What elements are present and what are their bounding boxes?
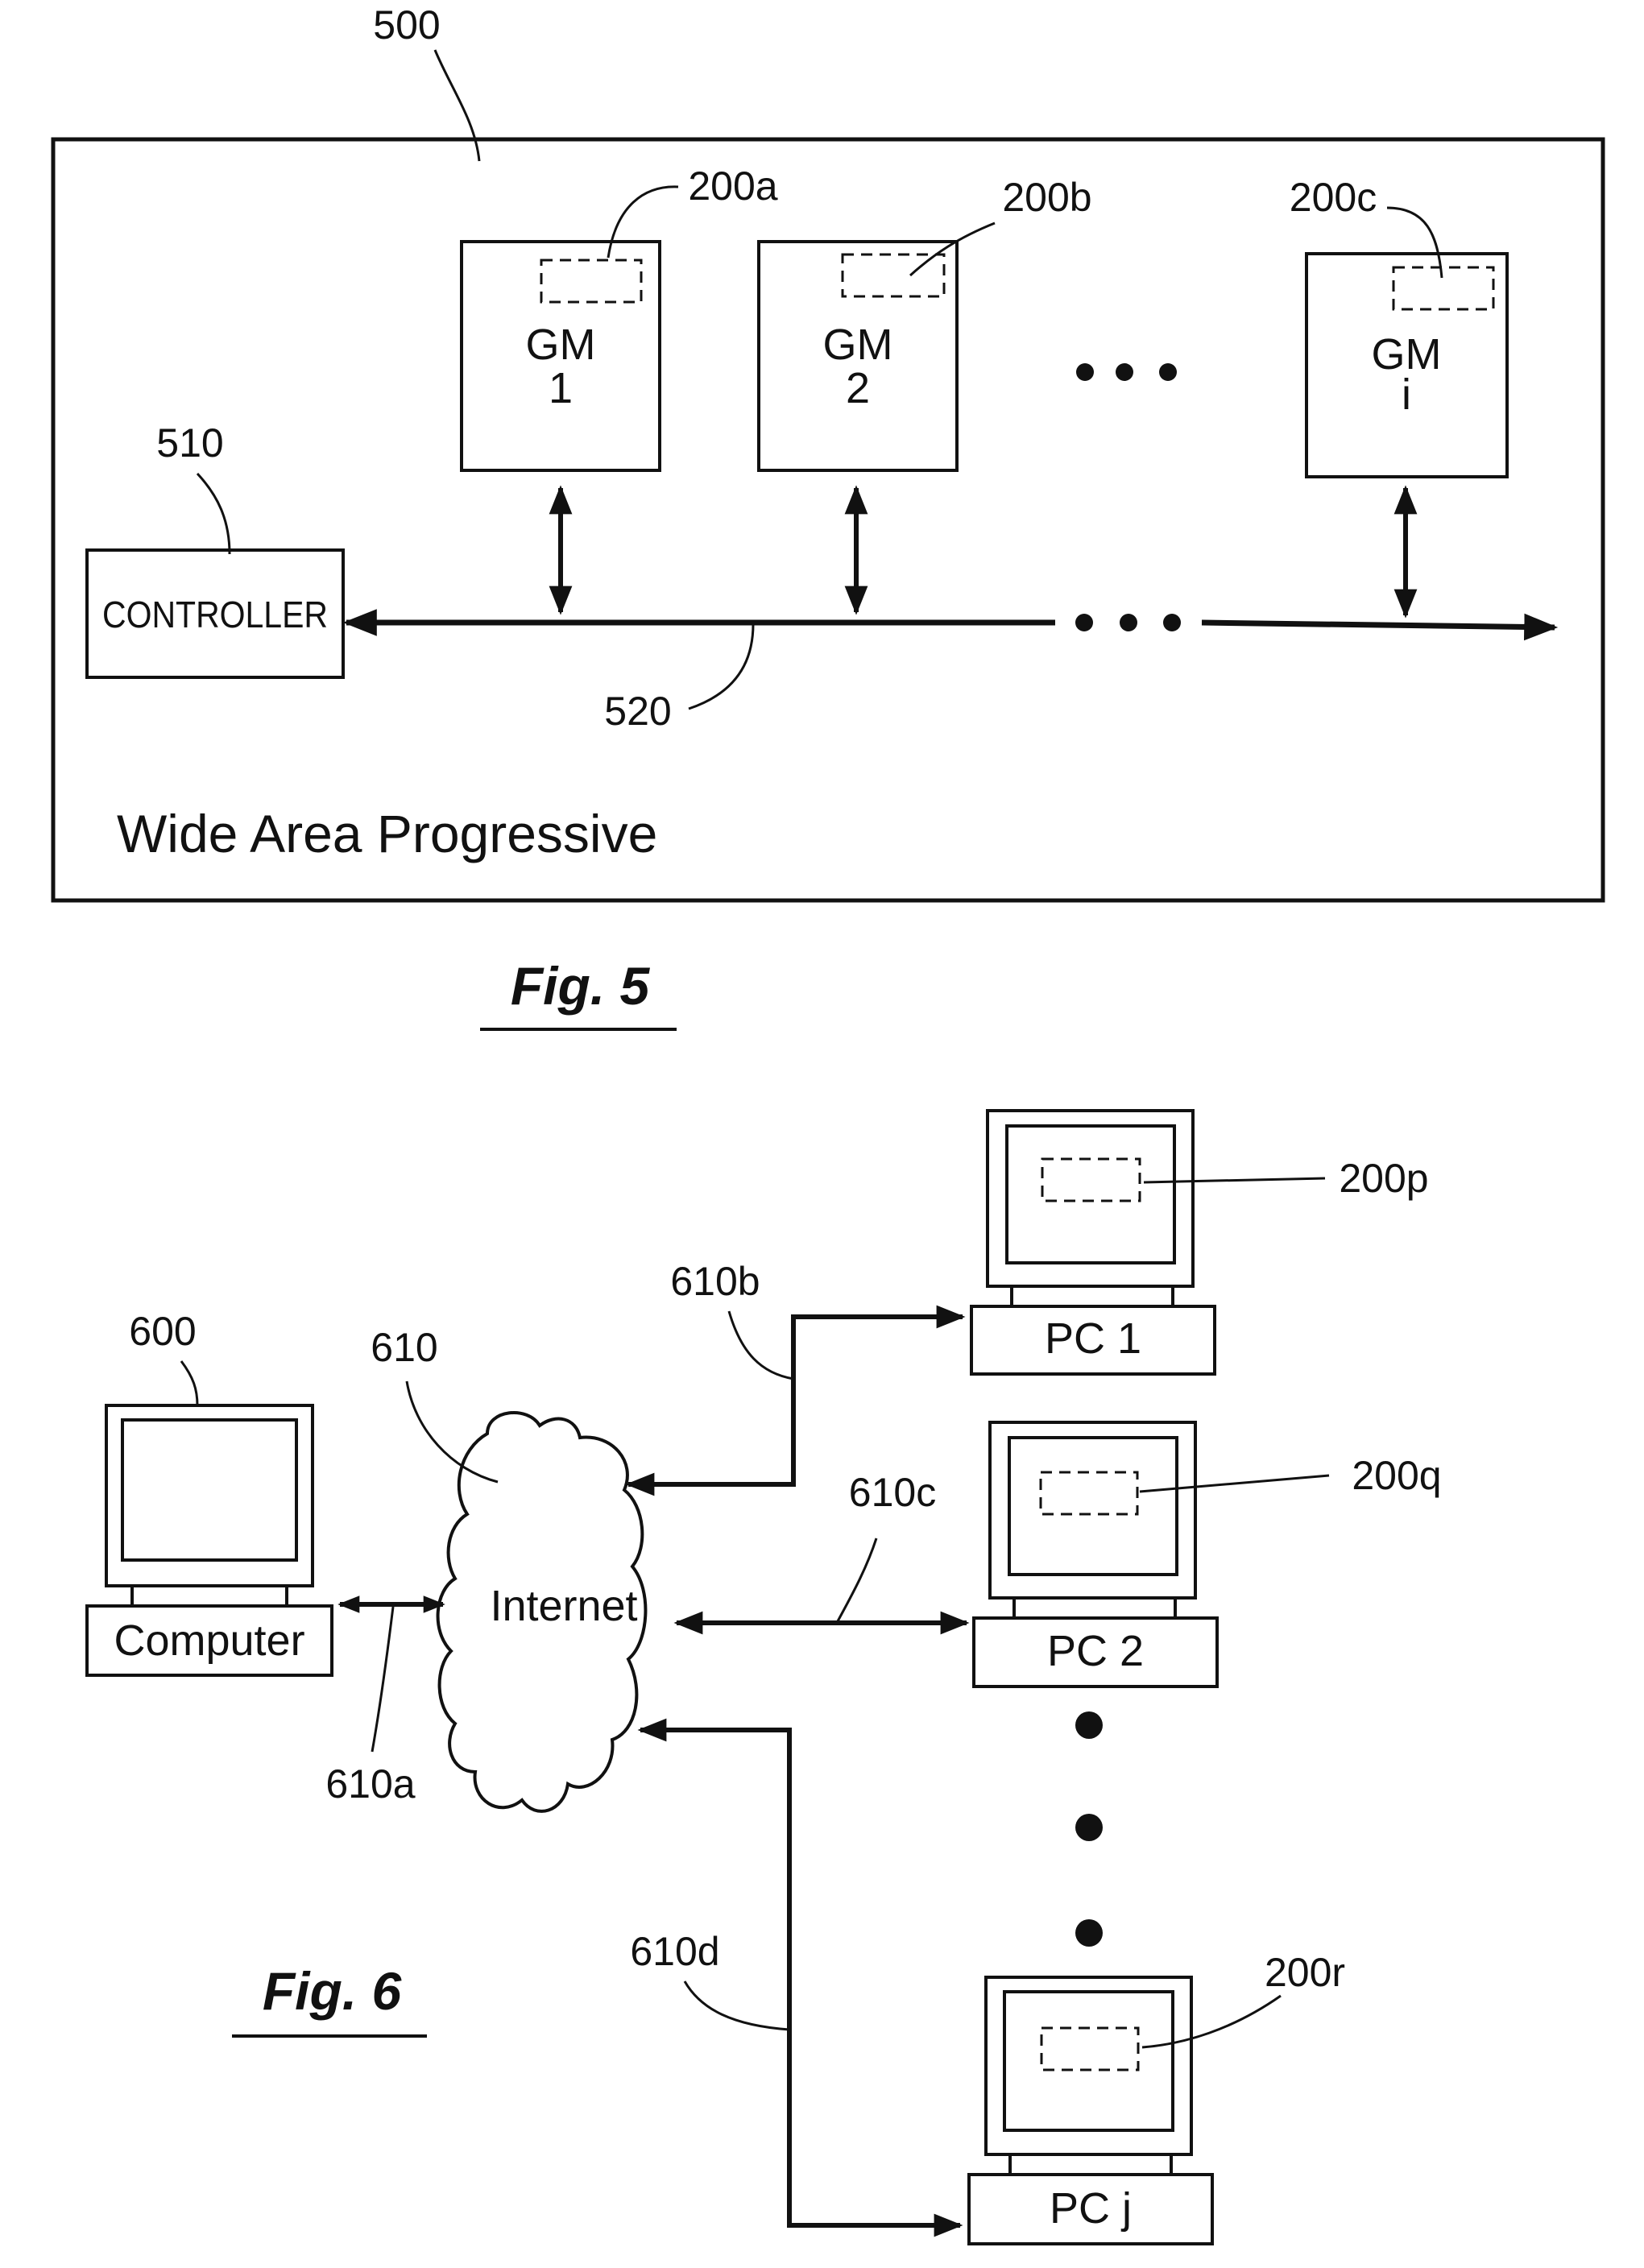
link-ref-leader — [729, 1311, 793, 1379]
monitor-screen — [1007, 1126, 1174, 1263]
controller-ref-leader — [197, 474, 230, 554]
gaming-machine-index: 1 — [549, 364, 573, 412]
pc-label: PC j — [1050, 2184, 1132, 2233]
computer-ref-label: 600 — [129, 1309, 196, 1354]
gaming-machine-i: GM i 200c — [1290, 175, 1507, 477]
internet-cloud: Internet 610 — [371, 1325, 645, 1811]
monitor-stand — [1012, 1286, 1173, 1306]
monitor-stand — [1014, 1598, 1175, 1618]
module-ref-leader — [1142, 1996, 1281, 2047]
gaming-machine-name: GM — [526, 321, 596, 369]
pc-label: PC 1 — [1045, 1314, 1141, 1363]
link-ref-leader — [372, 1607, 393, 1752]
system-name: Wide Area Progressive — [117, 804, 657, 863]
link-ref-label: 610b — [670, 1259, 760, 1304]
system-ref-label: 500 — [373, 2, 440, 48]
pc-1: PC 1 200p — [971, 1111, 1429, 1374]
module-placeholder — [1042, 1159, 1140, 1201]
module-ref-leader — [910, 223, 995, 275]
link-ref-leader — [685, 1981, 789, 2030]
link-ref-leader — [838, 1538, 876, 1621]
pc-2: PC 2 200q — [974, 1422, 1442, 1687]
module-ref-label: 200p — [1339, 1156, 1428, 1201]
computer-label: Computer — [114, 1616, 304, 1665]
monitor-stand — [132, 1586, 287, 1606]
link-610d: 610d — [630, 1730, 960, 2225]
link-ref-label: 610d — [630, 1929, 719, 1974]
controller-ref-label: 510 — [156, 420, 223, 466]
pc-j: PC j 200r — [969, 1950, 1345, 2244]
link-line — [628, 1317, 963, 1484]
module-placeholder — [541, 260, 641, 302]
module-ref-label: 200c — [1290, 175, 1377, 220]
controller: CONTROLLER 510 — [87, 420, 343, 677]
figure-6: Computer 600 Internet 610 610a 610b 610c — [87, 1111, 1442, 2244]
link-line — [640, 1730, 960, 2225]
module-ref-leader — [1140, 1475, 1329, 1492]
figure-5: 500 GM 1 200a GM 2 200b — [53, 2, 1603, 1029]
gaming-machine-index: i — [1402, 370, 1411, 419]
monitor-frame — [986, 1977, 1191, 2154]
module-ref-label: 200b — [1002, 175, 1091, 220]
network-bus: 520 — [346, 614, 1555, 734]
link-610c: 610c — [677, 1470, 967, 1623]
gaming-machine-1: GM 1 200a — [462, 163, 778, 470]
gaming-machine-2: GM 2 200b — [759, 175, 1092, 470]
machines-ellipsis — [1076, 363, 1177, 381]
figure-6-caption: Fig. 6 — [263, 1961, 403, 2021]
pc-label: PC 2 — [1047, 1627, 1144, 1675]
module-placeholder — [1393, 267, 1493, 309]
module-ref-label: 200q — [1352, 1453, 1441, 1498]
monitor-frame — [988, 1111, 1193, 1286]
module-ref-label: 200a — [688, 163, 777, 209]
module-ref-leader — [608, 187, 678, 258]
gaming-machine-name: GM — [823, 321, 893, 369]
internet-ref-label: 610 — [371, 1325, 437, 1370]
pcs-ellipsis — [1075, 1711, 1103, 1947]
gaming-machine-index: 2 — [846, 364, 870, 412]
bus-line-right — [1202, 623, 1555, 627]
module-placeholder — [1041, 2028, 1138, 2070]
controller-label: CONTROLLER — [102, 594, 328, 635]
monitor-screen — [122, 1420, 296, 1560]
link-610b: 610b — [628, 1259, 963, 1484]
monitor-screen — [1009, 1438, 1177, 1575]
monitor-stand — [1010, 2154, 1171, 2175]
bus-ref-leader — [689, 624, 753, 709]
link-610a: 610a — [325, 1604, 443, 1807]
module-ref-leader — [1144, 1178, 1325, 1182]
link-ref-label: 610c — [849, 1470, 936, 1515]
link-ref-label: 610a — [325, 1761, 415, 1807]
internet-ref-leader — [407, 1381, 498, 1482]
internet-label: Internet — [490, 1582, 637, 1630]
system-ref-leader — [435, 50, 479, 161]
module-placeholder — [1041, 1472, 1137, 1514]
host-computer: Computer 600 — [87, 1309, 332, 1675]
monitor-frame — [990, 1422, 1195, 1598]
computer-ref-leader — [181, 1361, 197, 1405]
bus-ref-label: 520 — [604, 689, 671, 734]
module-ref-label: 200r — [1265, 1950, 1345, 1995]
monitor-screen — [1004, 1992, 1173, 2130]
figure-5-caption: Fig. 5 — [511, 956, 651, 1016]
